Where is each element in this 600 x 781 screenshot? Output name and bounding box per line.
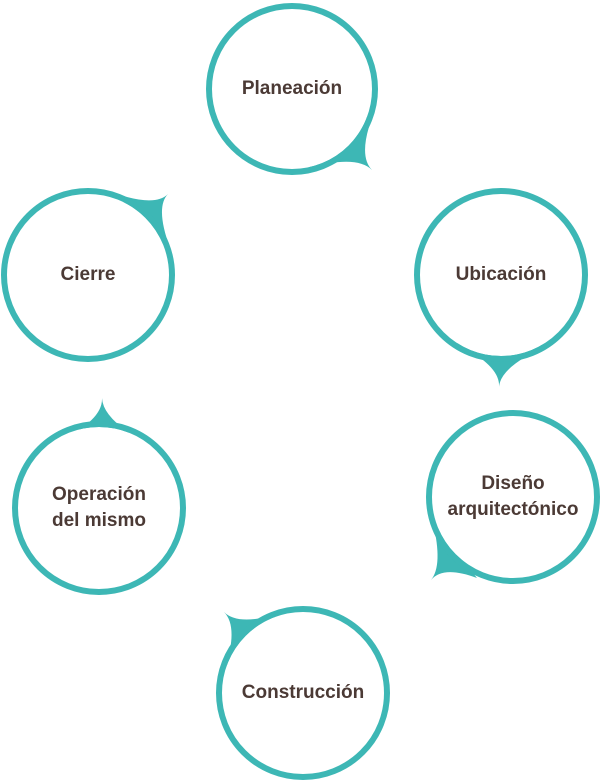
node-cierre — [1, 188, 175, 362]
node-ring-construccion — [216, 606, 390, 780]
node-label-construccion: Construcción — [241, 682, 365, 703]
node-label-cierre: Cierre — [60, 264, 116, 285]
node-label-diseno: Diseño arquitectónico — [447, 473, 579, 520]
node-ring-planeacion — [206, 3, 378, 175]
node-planeacion — [206, 3, 378, 175]
node-diseno — [426, 410, 600, 584]
node-ring-operacion — [12, 421, 186, 595]
node-fill-cierre — [7, 194, 169, 356]
node-label-operacion: Operación del mismo — [52, 484, 146, 531]
node-ubicacion — [414, 188, 588, 387]
node-fill-ubicacion — [420, 194, 582, 356]
node-ring-cierre — [1, 188, 175, 362]
node-fill-operacion — [18, 427, 180, 589]
node-fill-diseno — [432, 416, 594, 578]
node-label-ubicacion: Ubicación — [455, 264, 547, 285]
node-construccion — [216, 606, 390, 780]
node-operacion — [12, 398, 186, 595]
node-ring-ubicacion — [414, 188, 588, 362]
node-fill-construccion — [222, 612, 384, 774]
node-fill-planeacion — [212, 9, 372, 169]
node-ring-diseno — [426, 410, 600, 584]
node-label-planeacion: Planeación — [241, 78, 343, 99]
